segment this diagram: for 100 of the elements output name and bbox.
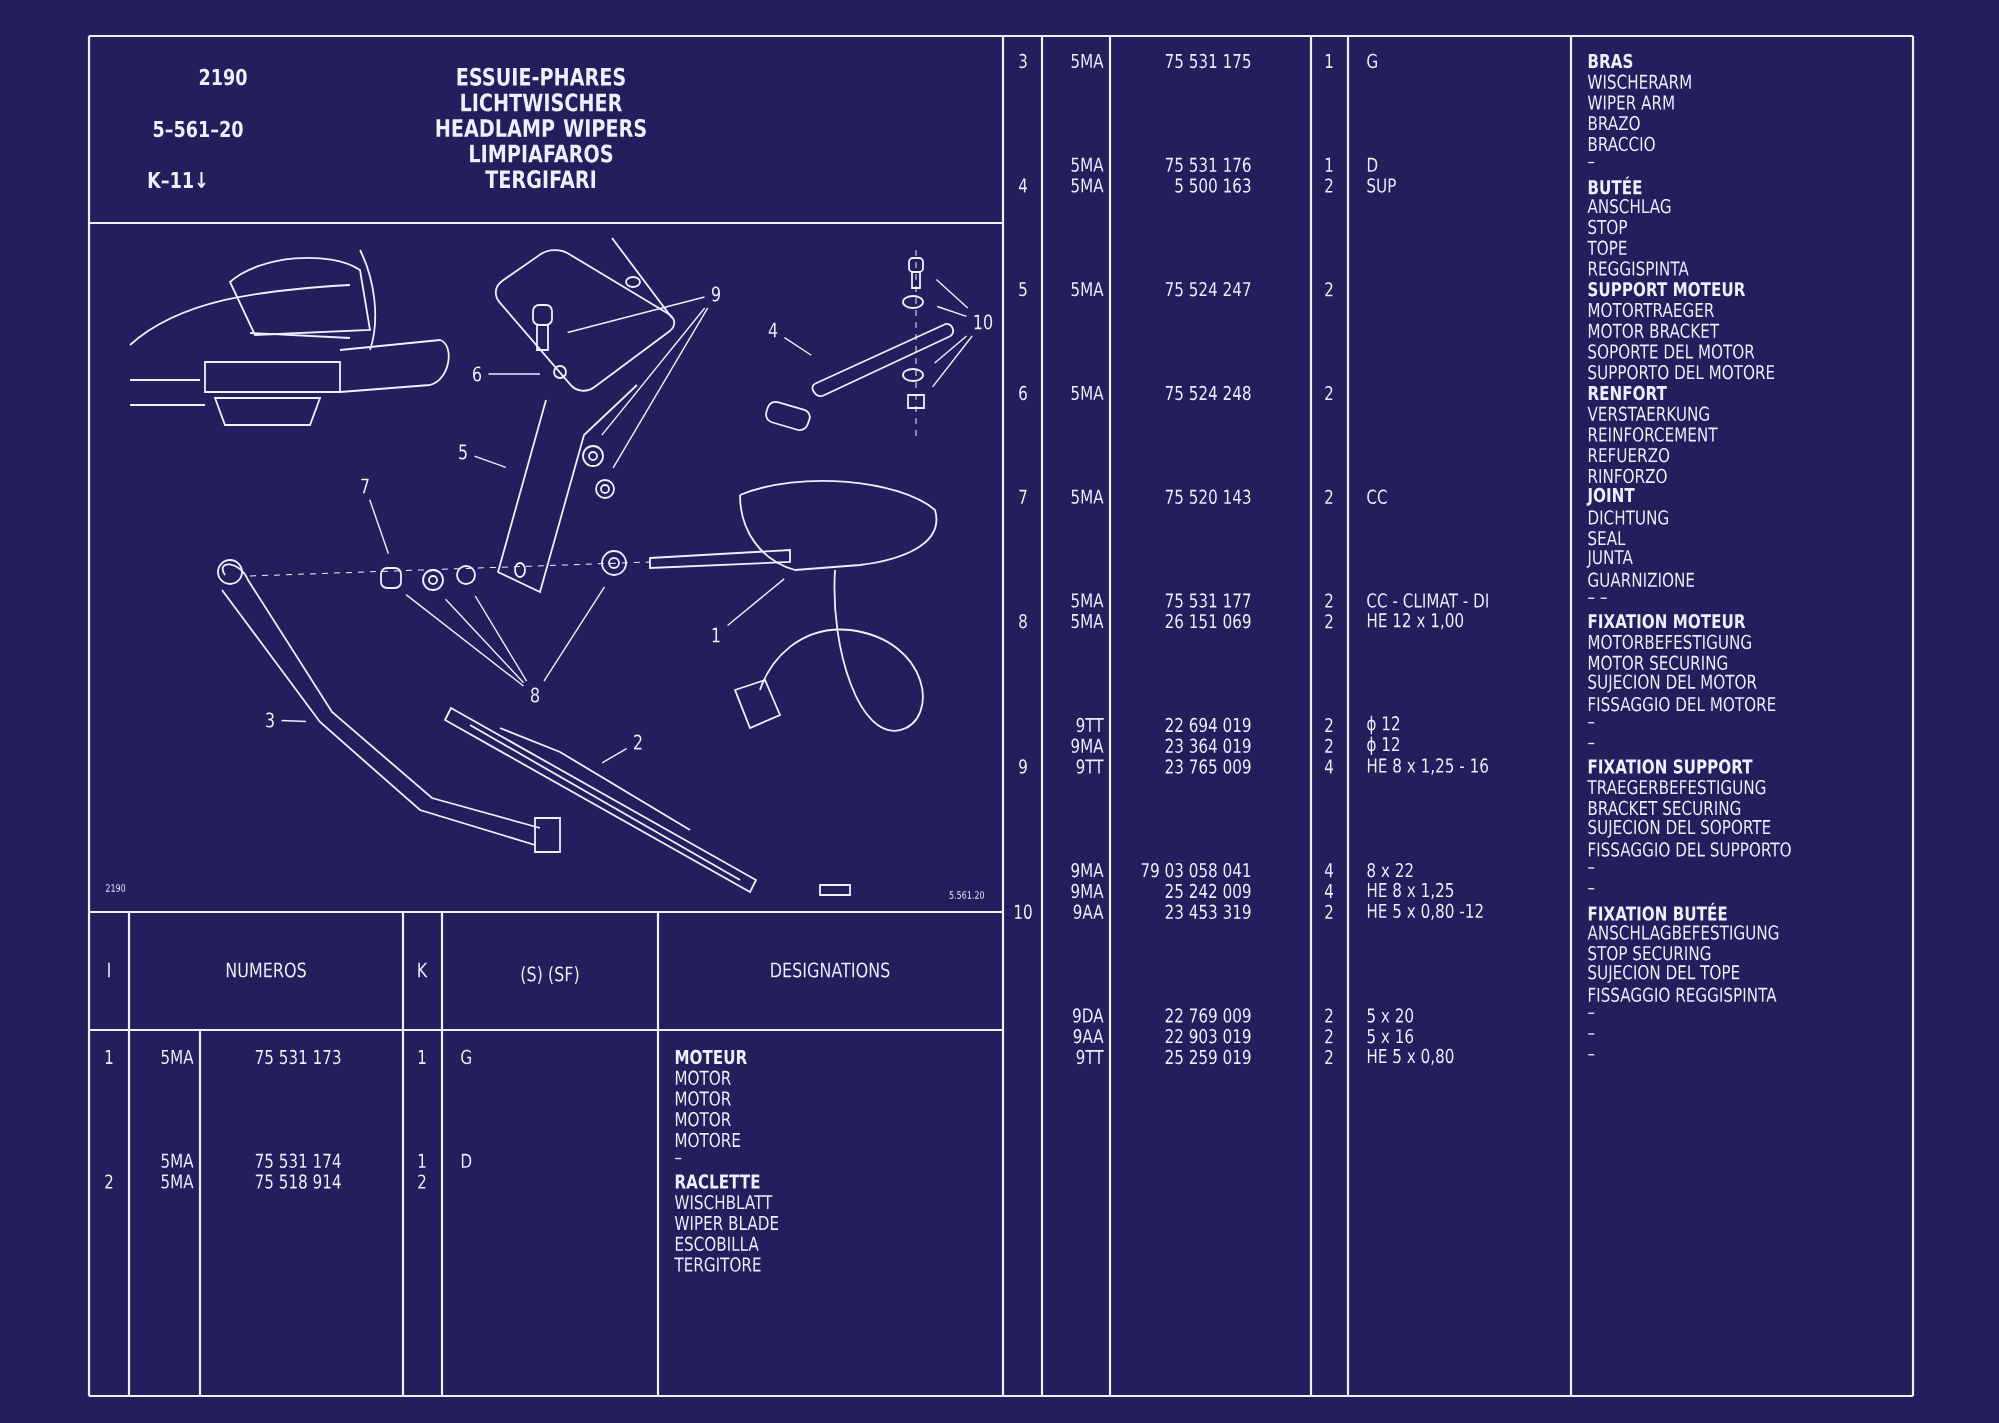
designation-heading: RACLETTE [675,1174,760,1189]
item-number: 9 [1019,759,1027,774]
quantity: 2 [1325,1008,1333,1023]
fitting-note: ϕ 12 [1367,715,1400,735]
designation-text: SUPPORTO DEL MOTORE [1588,365,1775,380]
designation-text: TERGITORE [674,1257,761,1272]
part-prefix: 9MA [1071,738,1104,753]
designation-text: MOTORTRAEGER [1588,302,1714,318]
callout-number: 5 [459,444,467,460]
leader-line [934,335,968,364]
part-number: 22 903 019 [1165,1029,1251,1044]
part-prefix: 5MA [161,1174,194,1189]
quantity: 2 [1325,178,1333,193]
leader-line [783,336,813,356]
designation-text: JUNTA [1586,550,1633,568]
designation-text: WISCHBLATT [674,1195,773,1210]
part-number: 23 453 319 [1165,904,1251,919]
designation-text: MOTOR [675,1112,731,1127]
part-prefix: 5MA [1071,282,1104,297]
part-number: 25 259 019 [1165,1049,1251,1065]
fitting-note: D [1367,157,1378,172]
designation-text: SOPORTE DEL MOTOR [1588,344,1755,359]
quantity: 2 [1325,717,1333,733]
part-number: 75 531 176 [1165,157,1251,172]
title: ESSUIE-PHARES LICHTWISCHER HEADLAMP WIPERS LIMPIAFAROS TERGIFARI [436,67,646,189]
leader-line [405,593,525,687]
part-number: 75 531 174 [255,1153,341,1168]
part-number: 75 531 175 [1165,53,1251,69]
designation-text: MOTOR SECURING [1588,655,1728,670]
part-prefix: 9AA [1073,1029,1104,1044]
leader-line [936,305,968,318]
fitting-note: 5 x 20 [1367,1008,1414,1023]
callout-number: 3 [266,712,274,728]
quantity: 2 [1325,904,1333,919]
designation-text: MOTORE [675,1132,740,1148]
quantity: 1 [418,1050,426,1064]
part-prefix: 9MA [1071,883,1104,899]
part-number: 75 518 914 [255,1174,341,1189]
designation-heading: FIXATION BUTÉE [1588,902,1727,921]
designation-text: – – [1588,597,1607,599]
designation-heading: FIXATION MOTEUR [1588,614,1746,629]
fitting-note: 5 x 16 [1367,1029,1414,1044]
fitting-note: ϕ 12 [1367,736,1400,755]
fitting-note: D [461,1153,472,1168]
designation-text: – [1588,888,1595,890]
item-number: 2 [105,1174,113,1189]
column-header: DESIGNATIONS [771,962,890,978]
callout-number: 7 [361,478,369,494]
part-prefix: 9TT [1076,1049,1104,1065]
leader-line [474,595,528,682]
quantity: 2 [1325,282,1333,297]
quantity: 1 [1325,157,1333,172]
callout-number: 10 [974,314,993,330]
item-number: 8 [1019,614,1027,629]
designation-text: REGGISPINTA [1588,261,1689,276]
leader-line [601,748,628,764]
fitting-note: HE 8 x 1,25 [1367,882,1454,900]
leader-line [369,499,390,555]
quantity: 2 [418,1174,426,1189]
designation-text: SUJECION DEL TOPE [1588,965,1740,983]
fitting-note: CC - CLIMAT - DI [1367,593,1488,608]
designation-text: – [1588,867,1595,869]
designation-text: FISSAGGIO REGGISPINTA [1588,987,1777,1002]
leader-line [612,307,709,469]
catalog-number: 2190 [199,68,247,86]
designation-text: MOTOR [675,1070,731,1085]
part-prefix: 9MA [1071,863,1104,878]
leader-line [566,296,706,334]
fitting-note: G [1367,53,1377,69]
leader-line [726,578,785,627]
part-prefix: 5MA [1071,593,1104,608]
part-prefix: 9DA [1073,1008,1104,1023]
leader-line [601,307,706,436]
quantity: 2 [1325,1049,1333,1065]
designation-text: SUJECION DEL SOPORTE [1588,819,1771,838]
part-number: 23 364 019 [1165,738,1251,753]
designation-text: ANSCHLAG [1587,199,1671,214]
designation-text: BRACKET SECURING [1588,800,1741,816]
part-prefix: 5MA [1071,385,1104,401]
quantity: 1 [418,1153,426,1168]
item-number: 7 [1019,489,1027,504]
designation-text: ANSCHLAGBEFESTIGUNG [1587,925,1779,940]
quantity: 1 [1325,54,1333,68]
column-header: (S) (SF) [521,966,579,984]
designation-text: TRAEGERBEFESTIGUNG [1587,780,1766,795]
designation-text: FISSAGGIO DEL MOTORE [1588,697,1776,712]
designation-text: GUARNIZIONE [1588,572,1694,587]
leader-line [444,598,525,684]
callout-number: 1 [712,627,720,643]
callout-number: 6 [473,366,482,382]
item-number: 1 [105,1050,113,1064]
designation-text: ESCOBILLA [675,1236,759,1251]
part-number: 79 03 058 041 [1141,863,1251,878]
figure-code: 5.561.20 [949,891,985,899]
designation-text: – [1588,722,1595,724]
designation-text: MOTOR BRACKET [1588,323,1720,338]
designation-text: SUJECION DEL MOTOR [1588,674,1757,693]
designation-text: VERSTAERKUNG [1587,406,1709,421]
fitting-note: G [461,1049,471,1065]
designation-heading: MOTEUR [675,1049,747,1065]
